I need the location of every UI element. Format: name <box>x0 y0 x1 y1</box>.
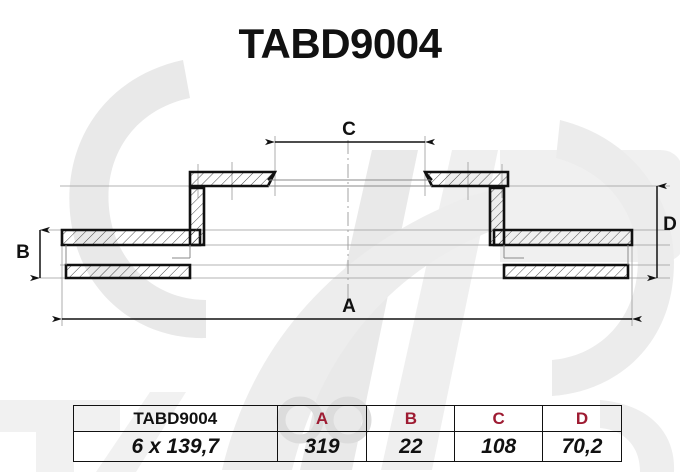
lower-friction-ring-right <box>502 263 630 280</box>
table-header-code: TABD9004 <box>73 405 278 432</box>
dimension-label-C: C <box>342 119 356 140</box>
table-header-row: TABD9004 A B C D <box>73 405 622 432</box>
hub-flange-right <box>422 170 510 188</box>
table-header-c: C <box>454 405 544 432</box>
table-header-a: A <box>276 405 368 432</box>
table-value-a: 319 <box>276 431 368 462</box>
lower-friction-ring-left <box>64 263 192 280</box>
upper-friction-ring-right <box>492 228 634 247</box>
part-number-title: TABD9004 <box>238 20 442 67</box>
dimension-label-A: A <box>342 296 356 317</box>
table-value-c: 108 <box>454 431 544 462</box>
dimension-label-B: B <box>16 242 30 263</box>
hat-wall-right <box>488 186 506 247</box>
table-value-b: 22 <box>366 431 456 462</box>
dimension-label-D: D <box>663 214 677 235</box>
table-value-code: 6 x 139,7 <box>73 431 278 462</box>
table-header-b: B <box>366 405 456 432</box>
specification-table: TABD9004 A B C D 6 x 139,7 319 22 108 70… <box>73 405 622 462</box>
hat-wall-left <box>188 186 206 247</box>
table-value-d: 70,2 <box>542 431 622 462</box>
table-header-d: D <box>542 405 622 432</box>
upper-friction-ring-left <box>60 228 202 247</box>
table-value-row: 6 x 139,7 319 22 108 70,2 <box>73 431 622 462</box>
hub-flange-left <box>188 170 278 188</box>
